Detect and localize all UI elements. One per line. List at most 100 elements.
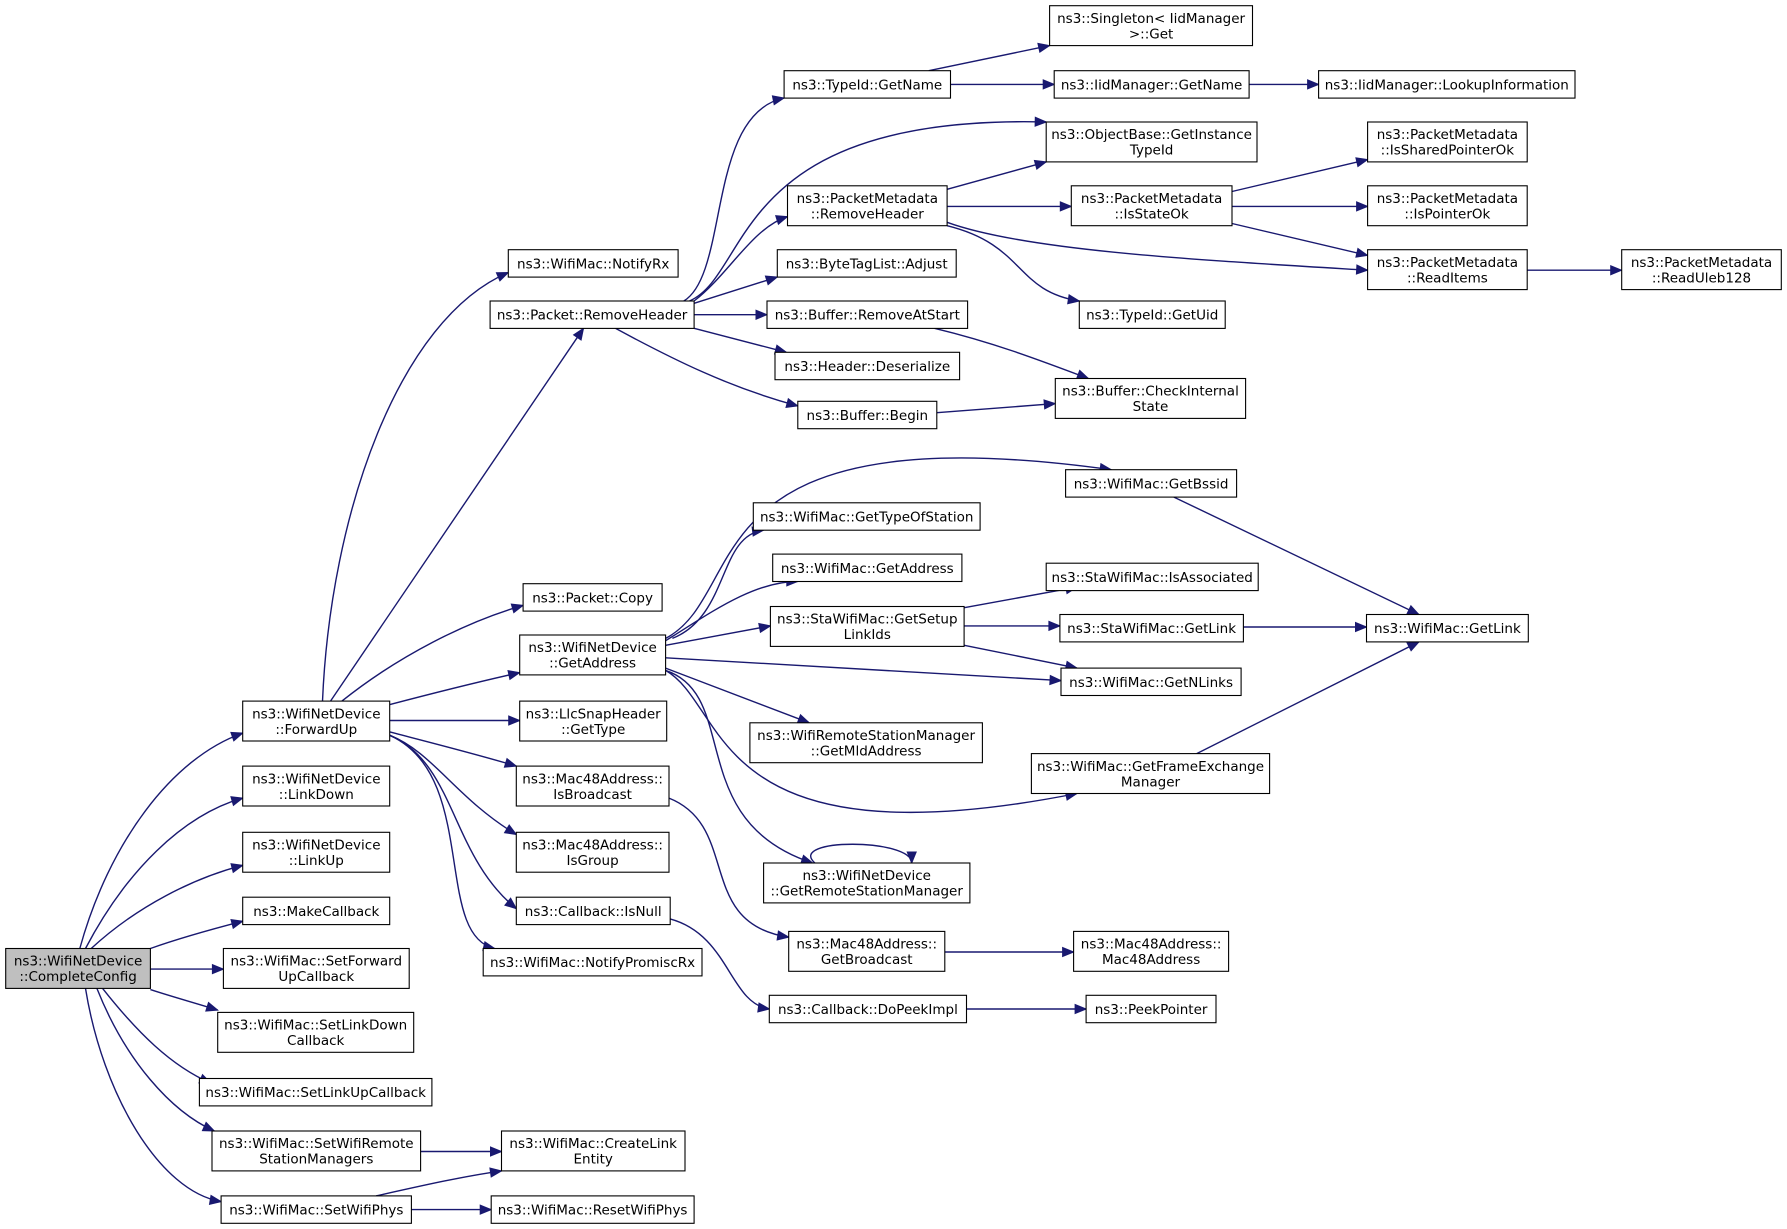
- node-wnd-get-address[interactable]: ns3::WifiNetDevice::GetAddress: [519, 634, 667, 676]
- node-buffer-begin[interactable]: ns3::Buffer::Begin: [797, 400, 938, 430]
- node-header-deserialize[interactable]: ns3::Header::Deserialize: [774, 351, 961, 381]
- node-label-line: ns3::WifiMac::GetBssid: [1074, 476, 1229, 492]
- edge-forward_up-to-packet_copy: [341, 604, 524, 702]
- node-get-remote-station-manager[interactable]: ns3::WifiNetDevice::GetRemoteStationMana…: [763, 862, 971, 904]
- node-mac48-get-broadcast[interactable]: ns3::Mac48Address::GetBroadcast: [788, 930, 946, 972]
- node-mac48-is-group[interactable]: ns3::Mac48Address::IsGroup: [515, 831, 670, 873]
- node-box: [752, 502, 981, 531]
- node-make-callback[interactable]: ns3::MakeCallback: [242, 896, 391, 926]
- edge-arrowhead: [1042, 79, 1056, 90]
- node-box: [1367, 249, 1528, 291]
- node-llc-get-type[interactable]: ns3::LlcSnapHeader::GetType: [519, 700, 668, 742]
- node-set-link-up-callback[interactable]: ns3::WifiMac::SetLinkUpCallback: [198, 1077, 433, 1107]
- node-label-line: ns3::PacketMetadata: [797, 191, 938, 207]
- node-box: [1365, 613, 1529, 643]
- edge-buffer_begin-to-buffer_check_internal_state: [936, 402, 1056, 414]
- node-label-line: ::RemoveHeader: [811, 207, 924, 223]
- node-set-wifi-remote-station-managers[interactable]: ns3::WifiMac::SetWifiRemoteStationManage…: [211, 1130, 422, 1172]
- node-wrsm-get-mld-address[interactable]: ns3::WifiRemoteStationManager::GetMldAdd…: [749, 722, 983, 764]
- node-forward-up[interactable]: ns3::WifiNetDevice::ForwardUp: [242, 700, 391, 742]
- edge-wnd_get_address-to-sta_get_setup_link_ids: [665, 625, 771, 646]
- node-typeid-get-uid[interactable]: ns3::TypeId::GetUid: [1078, 300, 1226, 329]
- node-bytetaglist-adjust[interactable]: ns3::ByteTagList::Adjust: [776, 249, 957, 278]
- node-label-line: ns3::WifiMac::GetTypeOfStation: [760, 510, 973, 526]
- edge-arrowhead: [771, 95, 786, 106]
- edge-arrowhead: [1059, 201, 1073, 212]
- node-iid-lookup[interactable]: ns3::IidManager::LookupInformation: [1318, 70, 1576, 99]
- node-pm-is-state-ok[interactable]: ns3::PacketMetadata::IsStateOk: [1070, 185, 1233, 227]
- node-box: [242, 896, 391, 926]
- edge-arrowhead: [785, 397, 800, 408]
- node-mac-get-link[interactable]: ns3::WifiMac::GetLink: [1365, 613, 1529, 643]
- node-box: [242, 700, 391, 742]
- node-box: [515, 831, 670, 873]
- node-label-line: ns3::WifiMac::NotifyRx: [517, 256, 669, 272]
- edge-arrowhead: [230, 919, 244, 930]
- edge-arrowhead: [1049, 674, 1063, 686]
- node-label-line: ns3::Buffer::CheckInternal: [1062, 384, 1239, 400]
- node-label-line: ::ReadUleb128: [1652, 270, 1751, 286]
- node-pm-remove-header[interactable]: ns3::PacketMetadata::RemoveHeader: [786, 185, 948, 227]
- node-callback-is-null[interactable]: ns3::Callback::IsNull: [515, 896, 671, 926]
- edge-arrowhead: [755, 309, 769, 320]
- node-buffer-remove-at-start[interactable]: ns3::Buffer::RemoveAtStart: [766, 300, 969, 329]
- node-iid-get-name[interactable]: ns3::IidManager::GetName: [1053, 70, 1250, 99]
- node-box: [519, 634, 667, 676]
- node-box: [788, 930, 946, 972]
- node-packet-copy[interactable]: ns3::Packet::Copy: [522, 583, 663, 612]
- node-label-line: ns3::ByteTagList::Adjust: [786, 256, 948, 272]
- edge-wnd_get_address-to-mac_get_address: [665, 580, 798, 642]
- node-box: [489, 300, 695, 329]
- node-pm-is-pointer-ok[interactable]: ns3::PacketMetadata::IsPointerOk: [1367, 185, 1528, 227]
- node-mac48-is-broadcast[interactable]: ns3::Mac48Address::IsBroadcast: [515, 765, 670, 807]
- node-link-up[interactable]: ns3::WifiNetDevice::LinkUp: [242, 831, 391, 873]
- edge-arrowhead: [230, 863, 244, 874]
- edge-arrowhead: [490, 1146, 503, 1157]
- node-mac48-ctor[interactable]: ns3::Mac48Address::Mac48Address: [1073, 930, 1230, 972]
- edge-arrowhead: [906, 851, 917, 865]
- node-box: [515, 896, 671, 926]
- node-packet-remove-header[interactable]: ns3::Packet::RemoveHeader: [489, 300, 695, 329]
- node-box: [797, 400, 938, 430]
- node-box: [786, 185, 948, 227]
- node-singleton-get[interactable]: ns3::Singleton< IidManager>::Get: [1049, 5, 1254, 47]
- node-notify-promisc-rx[interactable]: ns3::WifiMac::NotifyPromiscRx: [482, 947, 703, 977]
- node-pm-is-shared-pointer-ok[interactable]: ns3::PacketMetadata::IsSharedPointerOk: [1367, 121, 1528, 163]
- node-callback-do-peek-impl[interactable]: ns3::Callback::DoPeekImpl: [768, 994, 968, 1024]
- node-peek-pointer[interactable]: ns3::PeekPointer: [1085, 994, 1217, 1024]
- node-box: [772, 553, 963, 583]
- node-link-down[interactable]: ns3::WifiNetDevice::LinkDown: [242, 765, 391, 807]
- edge-arrowhead: [1307, 79, 1320, 90]
- node-mac-get-address[interactable]: ns3::WifiMac::GetAddress: [772, 553, 963, 583]
- edge-callback_is_null-to-callback_do_peek_impl: [669, 918, 770, 1010]
- edge-arrowhead: [1355, 621, 1368, 633]
- node-pm-read-items[interactable]: ns3::PacketMetadata::ReadItems: [1367, 249, 1528, 291]
- node-notify-rx[interactable]: ns3::WifiMac::NotifyRx: [507, 249, 679, 278]
- node-mac-get-n-links[interactable]: ns3::WifiMac::GetNLinks: [1060, 667, 1242, 697]
- node-get-bssid[interactable]: ns3::WifiMac::GetBssid: [1065, 469, 1238, 498]
- node-pm-read-uleb128[interactable]: ns3::PacketMetadata::ReadUleb128: [1621, 249, 1782, 291]
- node-box: [490, 1195, 695, 1224]
- node-label-line: ::GetMldAddress: [811, 744, 922, 760]
- node-label-line: ns3::WifiMac::SetWifiRemote: [219, 1136, 414, 1152]
- node-label-line: ns3::Mac48Address::: [796, 937, 937, 953]
- node-sta-get-link[interactable]: ns3::StaWifiMac::GetLink: [1059, 613, 1244, 643]
- edge-arrowhead: [1033, 159, 1048, 171]
- node-typeid-get-name[interactable]: ns3::TypeId::GetName: [783, 70, 952, 99]
- node-get-type-of-station[interactable]: ns3::WifiMac::GetTypeOfStation: [752, 502, 981, 531]
- node-reset-wifi-phys[interactable]: ns3::WifiMac::ResetWifiPhys: [490, 1195, 695, 1224]
- node-label-line: ns3::WifiRemoteStationManager: [757, 728, 975, 744]
- node-label-line: ns3::PacketMetadata: [1377, 191, 1518, 207]
- node-sta-is-associated[interactable]: ns3::StaWifiMac::IsAssociated: [1045, 562, 1259, 592]
- node-label-line: ns3::WifiMac::NotifyPromiscRx: [490, 955, 695, 971]
- node-label-line: Entity: [573, 1152, 612, 1168]
- edge-forward_up-to-packet_remove_header: [329, 327, 585, 702]
- node-set-wifi-phys[interactable]: ns3::WifiMac::SetWifiPhys: [220, 1195, 412, 1224]
